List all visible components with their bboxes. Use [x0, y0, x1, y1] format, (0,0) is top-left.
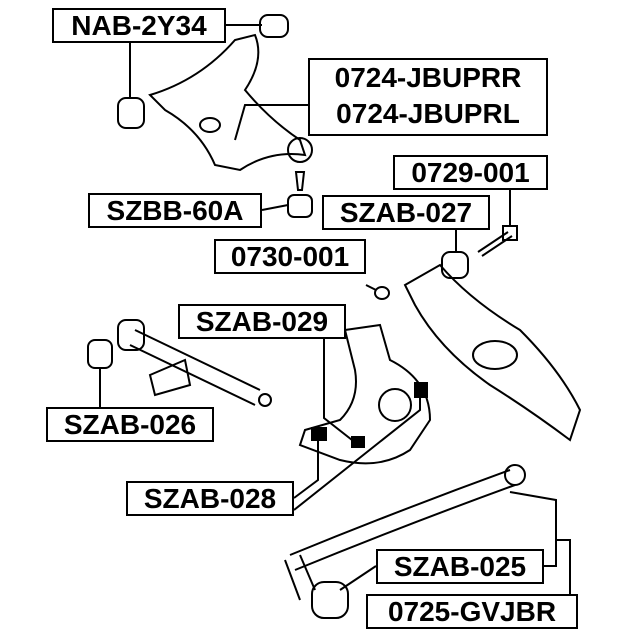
trailing-link	[284, 464, 526, 619]
label-nab-2y34: NAB-2Y34	[52, 8, 226, 43]
washer	[374, 286, 390, 300]
label-0729-001: 0729-001	[393, 155, 548, 190]
label-szbb-60a: SZBB-60A	[88, 193, 262, 228]
label-0725-gvjbr: 0725-GVJBR	[366, 594, 578, 629]
label-szab-029: SZAB-029	[178, 304, 346, 339]
label-0730-001: 0730-001	[214, 239, 366, 274]
label-0724-jbuprr: 0724-JBUPRR	[334, 62, 522, 93]
label-szab-025: SZAB-025	[376, 549, 544, 584]
knuckle	[298, 323, 432, 465]
label-0724-jbuprl: 0724-JBUPRL	[336, 98, 520, 129]
label-upper-arm: 0724-JBUPRR 0724-JBUPRL	[308, 58, 548, 136]
label-szab-027: SZAB-027	[322, 195, 490, 230]
label-szab-028: SZAB-028	[126, 481, 294, 516]
bolt	[477, 225, 518, 257]
lower-control-arm	[403, 251, 582, 442]
label-szab-026: SZAB-026	[46, 407, 214, 442]
lateral-link	[87, 319, 272, 407]
ball-joint	[287, 171, 313, 218]
